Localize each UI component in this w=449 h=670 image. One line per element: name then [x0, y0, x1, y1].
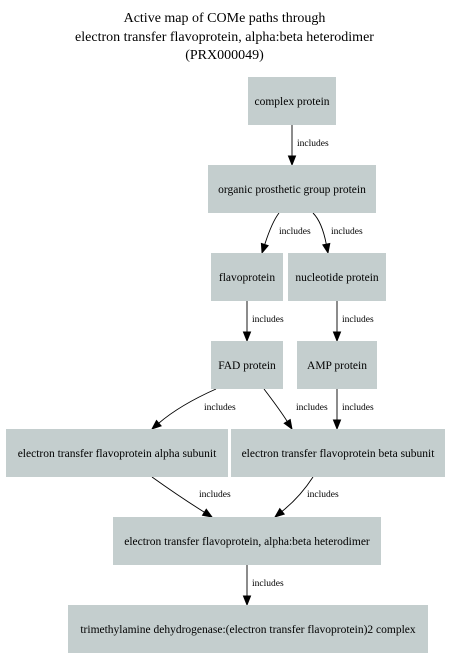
node-box[interactable]: [288, 253, 386, 301]
node-label: complex protein: [254, 96, 329, 108]
edge-label: includes: [342, 315, 374, 325]
edge-label: includes: [342, 403, 374, 413]
node-label: electron transfer flavoprotein, alpha:be…: [124, 536, 370, 548]
title-line-3: (PRX000049): [185, 48, 264, 63]
node-etf-beta-subunit[interactable]: electron transfer flavoprotein beta subu…: [231, 429, 445, 477]
node-label: organic prosthetic group protein: [218, 184, 366, 196]
edge-complex-protein-to-organic-prosthetic-group-protein: includes: [287, 125, 329, 167]
edge-layer: includes includes includes includes includes…: [151, 125, 374, 607]
node-label: nucleotide protein: [295, 272, 379, 284]
arrowhead-icon: [274, 507, 286, 518]
node-etf-alpha-subunit[interactable]: electron transfer flavoprotein alpha sub…: [6, 429, 228, 477]
node-label: FAD protein: [218, 360, 276, 372]
edge-organic-prosthetic-group-protein-to-nucleotide-protein: includes: [312, 212, 363, 255]
edge-fad-protein-to-etf-beta-subunit: includes: [263, 388, 328, 431]
node-box[interactable]: [208, 165, 376, 213]
node-tmadh-etf-complex[interactable]: trimethylamine dehydrogenase:(electron t…: [68, 605, 428, 653]
arrowhead-icon: [151, 419, 162, 430]
arrowhead-icon: [332, 331, 342, 343]
edge-line: [158, 388, 217, 424]
edge-line: [264, 212, 280, 245]
edge-line: [312, 212, 327, 245]
node-box[interactable]: [211, 341, 283, 389]
edge-etf-alpha-subunit-to-etf-heterodimer: includes: [151, 476, 231, 518]
title-line-1: Active map of COMe paths through: [124, 11, 326, 26]
edge-label: includes: [199, 490, 231, 500]
arrowhead-icon: [260, 242, 269, 255]
edge-line: [151, 476, 205, 513]
node-box[interactable]: [297, 341, 377, 389]
edge-label: includes: [307, 490, 339, 500]
node-label: electron transfer flavoprotein alpha sub…: [18, 448, 217, 460]
node-box[interactable]: [6, 429, 228, 477]
edge-amp-protein-to-etf-beta-subunit: includes: [332, 388, 374, 431]
node-organic-prosthetic-group-protein[interactable]: organic prosthetic group protein: [208, 165, 376, 213]
edge-label: includes: [331, 227, 363, 237]
edge-etf-beta-subunit-to-etf-heterodimer: includes: [274, 476, 339, 518]
edge-label: includes: [252, 579, 284, 589]
arrowhead-icon: [287, 155, 297, 167]
edge-flavoprotein-to-fad-protein: includes: [242, 301, 284, 343]
node-box[interactable]: [68, 605, 428, 653]
node-label: flavoprotein: [219, 272, 275, 284]
arrowhead-icon: [242, 331, 252, 343]
edge-label: includes: [252, 315, 284, 325]
node-complex-protein[interactable]: complex protein: [248, 77, 336, 125]
edge-line: [263, 388, 288, 422]
edge-label: includes: [297, 139, 329, 149]
node-etf-heterodimer[interactable]: electron transfer flavoprotein, alpha:be…: [113, 517, 381, 565]
node-box[interactable]: [248, 77, 336, 125]
edge-line: [281, 476, 314, 512]
arrowhead-icon: [322, 242, 331, 255]
node-label: AMP protein: [307, 360, 367, 372]
node-box[interactable]: [113, 517, 381, 565]
edge-nucleotide-protein-to-amp-protein: includes: [332, 300, 374, 343]
edge-label: includes: [279, 227, 311, 237]
arrowhead-icon: [201, 508, 214, 518]
node-box[interactable]: [211, 253, 283, 301]
node-label: trimethylamine dehydrogenase:(electron t…: [80, 624, 416, 636]
node-label: electron transfer flavoprotein beta subu…: [242, 448, 436, 460]
diagram-title: Active map of COMe paths through electron…: [75, 11, 374, 63]
node-box[interactable]: [231, 429, 445, 477]
edge-organic-prosthetic-group-protein-to-flavoprotein: includes: [260, 212, 311, 255]
arrowhead-icon: [242, 595, 252, 607]
node-amp-protein[interactable]: AMP protein: [297, 341, 377, 389]
node-fad-protein[interactable]: FAD protein: [211, 341, 283, 389]
edge-fad-protein-to-etf-alpha-subunit: includes: [151, 388, 236, 430]
edge-label: includes: [204, 403, 236, 413]
edge-label: includes: [296, 403, 328, 413]
arrowhead-icon: [283, 418, 293, 431]
node-nucleotide-protein[interactable]: nucleotide protein: [288, 253, 386, 301]
arrowhead-icon: [332, 419, 342, 431]
node-flavoprotein[interactable]: flavoprotein: [211, 253, 283, 301]
node-layer: complex protein organic prosthetic group …: [6, 77, 445, 653]
edge-etf-heterodimer-to-tmadh-etf-complex: includes: [242, 565, 284, 607]
title-line-2: electron transfer flavoprotein, alpha:be…: [75, 30, 374, 45]
